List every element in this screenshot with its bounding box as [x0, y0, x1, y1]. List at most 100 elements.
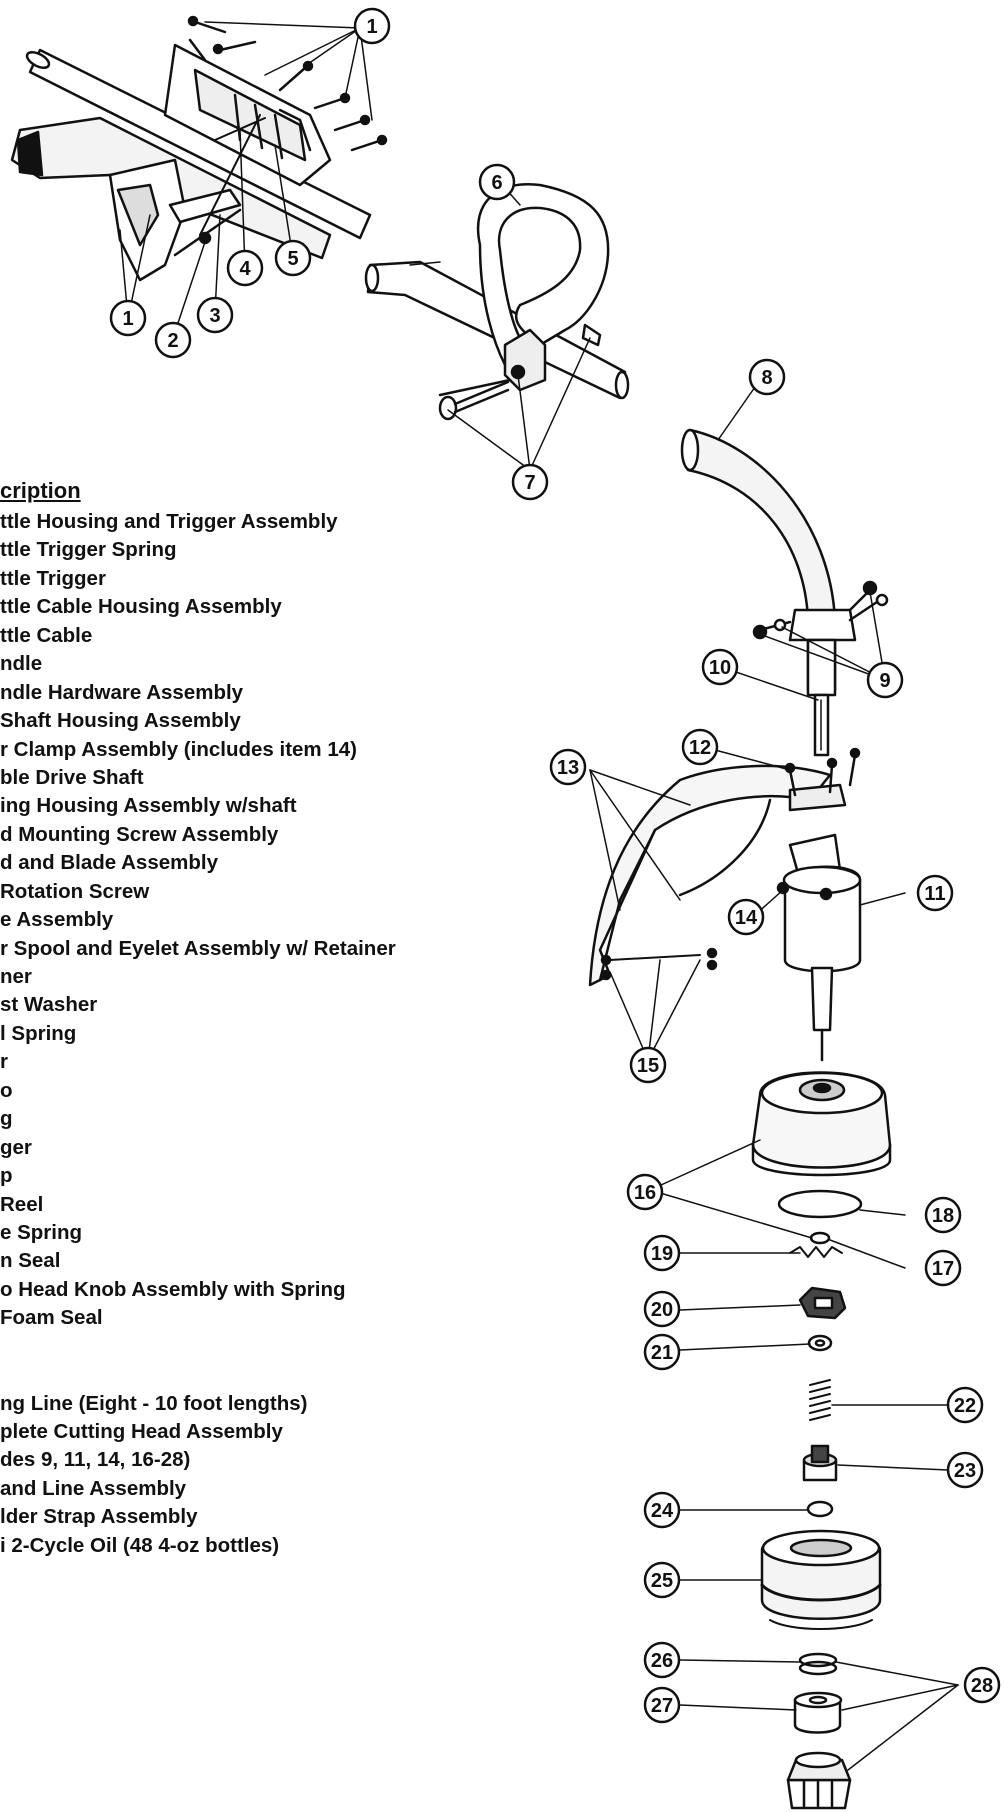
legend-line: ttle Cable Housing Assembly	[0, 595, 282, 619]
callout-18: 18	[924, 1196, 962, 1234]
callout-16: 16	[626, 1173, 664, 1211]
callout-19-label: 19	[651, 1243, 673, 1265]
legend-list: ttle Housing and Trigger Assembly ttle T…	[0, 508, 396, 1560]
legend-line: e Spring	[0, 1220, 83, 1244]
callout-25: 25	[643, 1561, 681, 1599]
legend-line: ttle Trigger	[0, 566, 106, 590]
callout-12: 12	[681, 728, 719, 766]
callout-6-label: 6	[491, 172, 502, 194]
spring-26	[798, 1652, 838, 1676]
callout-20: 20	[643, 1290, 681, 1328]
callout-1-bottom: 1	[109, 299, 147, 337]
callout-7-label: 7	[524, 472, 535, 494]
loop-handle	[476, 183, 610, 392]
callout-23: 23	[946, 1451, 984, 1489]
knob-assembly-28	[786, 1751, 852, 1810]
legend-line: plete Cutting Head Assembly	[0, 1420, 283, 1443]
legend-line: r	[0, 1050, 8, 1074]
callout-26-label: 26	[651, 1650, 673, 1672]
cutter-clip-20	[798, 1286, 847, 1320]
callout-17-label: 17	[932, 1258, 954, 1280]
callout-28: 28	[963, 1666, 1001, 1704]
line-reel-25	[760, 1529, 882, 1630]
callout-7: 7	[511, 463, 549, 501]
callout-10-label: 10	[709, 657, 731, 679]
legend-line: o Head Knob Assembly with Spring	[0, 1277, 346, 1301]
spool-housing	[751, 1071, 892, 1177]
callout-26: 26	[643, 1641, 681, 1679]
callout-21: 21	[643, 1333, 681, 1371]
legend-line: p	[0, 1164, 13, 1188]
callout-27-label: 27	[651, 1695, 673, 1717]
callout-12-label: 12	[689, 737, 711, 759]
foam-seal-27	[793, 1691, 843, 1734]
callout-5-label: 5	[287, 248, 298, 270]
callout-21-label: 21	[651, 1342, 673, 1364]
legend-line: des 9, 11, 14, 16-28)	[0, 1448, 191, 1472]
legend-line: ger	[0, 1135, 32, 1159]
callout-22: 22	[946, 1386, 984, 1424]
coil-spring-19	[789, 1246, 843, 1258]
callout-15: 15	[629, 1046, 667, 1084]
legend-line: i 2-Cycle Oil (48 4-oz bottles)	[0, 1533, 280, 1557]
callout-4: 4	[226, 249, 264, 287]
callout-8-label: 8	[761, 367, 772, 389]
callout-13-label: 13	[557, 757, 579, 779]
parts-legend: cription ttle Housing and Trigger Assemb…	[0, 478, 396, 1560]
legend-line: n Seal	[0, 1249, 61, 1273]
callout-24: 24	[643, 1491, 681, 1529]
guard-and-blade	[588, 764, 847, 987]
legend-line: ing Housing Assembly w/shaft	[0, 794, 297, 818]
legend-line: d and Blade Assembly	[0, 851, 218, 875]
callout-15-label: 15	[637, 1055, 659, 1077]
callout-16-label: 16	[634, 1182, 656, 1204]
callout-1-label: 1	[366, 16, 377, 38]
legend-line: ndle	[0, 652, 43, 676]
retainer-23	[802, 1444, 838, 1482]
retainer-ring	[777, 1189, 863, 1219]
legend-heading: cription	[0, 478, 81, 503]
callout-6: 6	[478, 163, 516, 201]
legend-line: ng Line (Eight - 10 foot lengths)	[0, 1391, 308, 1415]
callout-1-top: 1	[353, 7, 391, 45]
callout-14-label: 14	[735, 907, 758, 929]
drive-shaft	[813, 693, 830, 757]
washer-21	[807, 1334, 833, 1352]
legend-line: ndle Hardware Assembly	[0, 680, 244, 704]
legend-line	[0, 1333, 396, 1361]
callout-17: 17	[924, 1249, 962, 1287]
legend-line: st Washer	[0, 993, 98, 1017]
legend-line: lder Strap Assembly	[0, 1505, 198, 1529]
legend-line: o	[0, 1078, 13, 1102]
gear-housing	[776, 833, 862, 1062]
callout-1b-label: 1	[122, 308, 133, 330]
legend-line: ner	[0, 965, 32, 988]
callout-8: 8	[748, 358, 786, 396]
callout-22-label: 22	[954, 1395, 976, 1417]
callout-5: 5	[274, 239, 312, 277]
leader-lines	[119, 21, 959, 1771]
callout-3: 3	[196, 296, 234, 334]
callout-14: 14	[727, 898, 765, 936]
legend-line: Reel	[0, 1192, 44, 1216]
callout-2-label: 2	[167, 330, 178, 352]
o-ring-24	[806, 1500, 834, 1518]
legend-line: g	[0, 1107, 13, 1131]
callout-9-label: 9	[879, 670, 890, 692]
callout-11-label: 11	[924, 883, 945, 905]
callouts: 1 1 2 3 4 5 6	[109, 7, 1001, 1724]
callout-2: 2	[154, 321, 192, 359]
thrust-washer	[809, 1231, 831, 1245]
callout-10: 10	[701, 648, 739, 686]
callout-13: 13	[549, 748, 587, 786]
callout-11: 11	[916, 874, 954, 912]
callout-28-label: 28	[971, 1675, 993, 1697]
legend-line: e Assembly	[0, 908, 114, 932]
legend-line: r Spool and Eyelet Assembly w/ Retainer	[0, 936, 396, 960]
legend-line: Foam Seal	[0, 1306, 103, 1330]
legend-line: ttle Cable	[0, 623, 93, 647]
callout-20-label: 20	[651, 1299, 673, 1321]
legend-line: Shaft Housing Assembly	[0, 709, 241, 733]
throttle-housing	[10, 38, 332, 282]
